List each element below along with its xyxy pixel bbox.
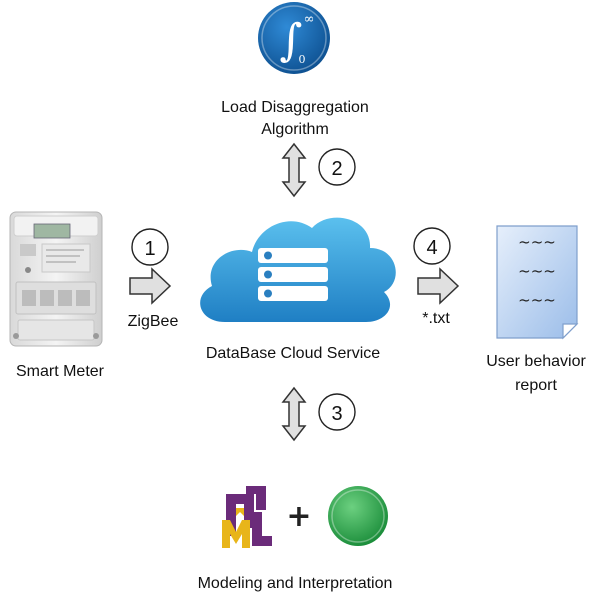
step-1-badge: 1 — [131, 228, 169, 266]
modeling-title: Modeling and Interpretation — [197, 575, 393, 592]
zigbee-label: ZigBee — [127, 313, 179, 330]
report-title-line1: User behavior — [486, 353, 586, 370]
svg-text:~~~: ~~~ — [518, 233, 556, 251]
cloud-title: DataBase Cloud Service — [205, 345, 381, 362]
arrow-step-2 — [281, 142, 307, 198]
svg-text:~~~: ~~~ — [518, 262, 556, 280]
arrow-step-1 — [129, 267, 172, 305]
arrow-step-4 — [417, 267, 460, 305]
svg-text:2: 2 — [331, 158, 342, 180]
algorithm-title-line1: Load Disaggregation — [221, 99, 369, 116]
step-2-badge: 2 — [318, 148, 356, 186]
cloud-database-icon — [200, 217, 396, 322]
arrow-step-3 — [281, 386, 307, 442]
svg-text:~~~: ~~~ — [518, 291, 556, 309]
uml-logo — [222, 486, 272, 548]
document-icon: ~~~ ~~~ ~~~ — [496, 225, 579, 340]
svg-text:0: 0 — [299, 53, 306, 66]
txt-label: *.txt — [422, 310, 450, 327]
integral-icon: ∫ ∞ 0 — [258, 2, 330, 74]
meter-title: Smart Meter — [15, 363, 104, 380]
smart-meter-icon — [9, 211, 103, 347]
svg-text:1: 1 — [144, 238, 155, 260]
step-4-badge: 4 — [413, 227, 451, 265]
algorithm-title-line2: Algorithm — [261, 121, 329, 138]
svg-text:∞: ∞ — [304, 12, 315, 27]
plus-sign: + — [286, 499, 311, 534]
svg-text:4: 4 — [426, 237, 437, 259]
report-title-line2: report — [515, 377, 557, 394]
svg-text:3: 3 — [331, 403, 342, 425]
svg-text:∫: ∫ — [280, 15, 303, 66]
step-3-badge: 3 — [318, 393, 356, 431]
modeling-tool-logo — [171, 486, 388, 546]
